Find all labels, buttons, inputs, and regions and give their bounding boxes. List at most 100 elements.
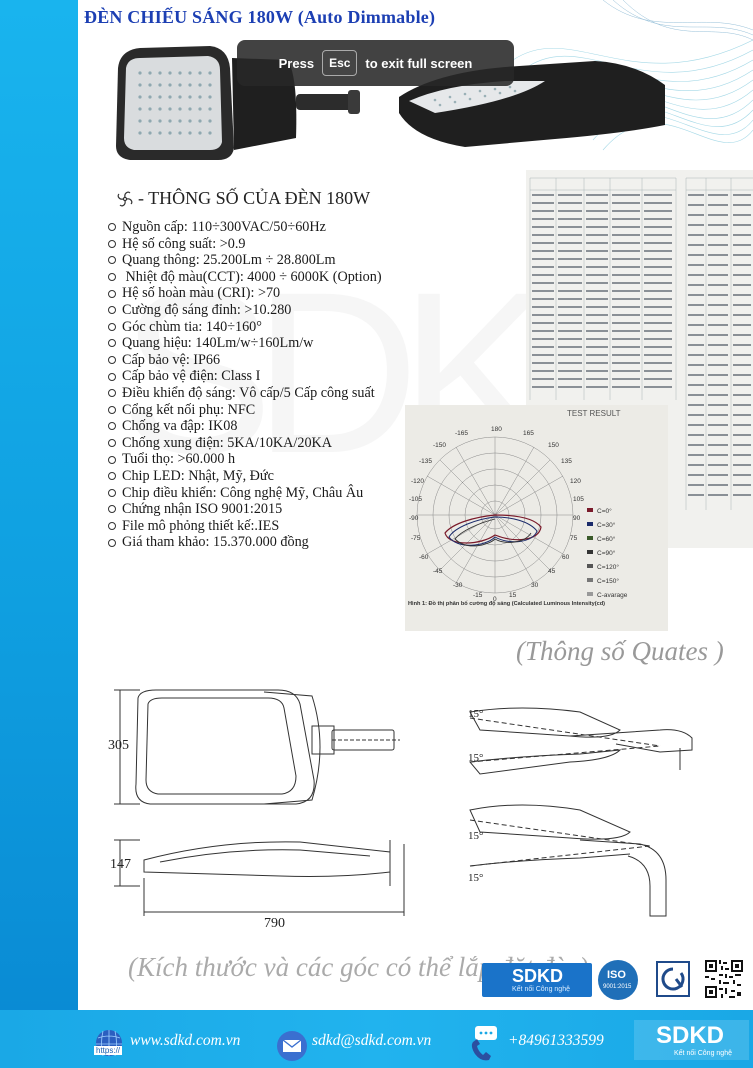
bullet-circle-icon xyxy=(108,306,116,315)
phone-chat-icon xyxy=(471,1026,497,1061)
bullet-circle-icon xyxy=(108,223,116,232)
svg-text:-75: -75 xyxy=(411,535,421,542)
spec-item: Quang hiệu: 140Lm/w÷160Lm/w xyxy=(108,335,382,352)
spec-item: Điều khiển độ sáng: Vô cấp/5 Cấp công su… xyxy=(108,385,382,402)
spec-text: File mô phỏng thiết kế:.IES xyxy=(122,517,280,534)
bullet-circle-icon xyxy=(108,372,116,381)
svg-text:-150: -150 xyxy=(433,442,446,449)
legend-c90: C=90° xyxy=(597,549,616,557)
bullet-circle-icon xyxy=(108,405,116,414)
svg-text:180: 180 xyxy=(491,426,502,433)
spec-text: Cổng kết nối phụ: NFC xyxy=(122,401,256,418)
spec-heading-text: - THÔNG SỐ CỦA ĐÈN 180W xyxy=(138,188,371,208)
svg-text:150: 150 xyxy=(548,442,559,449)
overlay-press-text: Press xyxy=(278,55,315,71)
legend-c60: C=60° xyxy=(597,535,616,543)
legend-c0: C=0° xyxy=(597,507,612,515)
spec-text: Cường độ sáng đỉnh: >10.280 xyxy=(122,301,292,318)
spec-text: Chống va đập: IK08 xyxy=(122,418,238,435)
dim-angle-4: 15° xyxy=(468,872,484,884)
test-result-label: TEST RESULT xyxy=(567,409,621,418)
dim-angle-2: 15° xyxy=(468,752,484,764)
lamp-front-photo xyxy=(116,46,360,160)
spec-text: Chứng nhận ISO 9001:2015 xyxy=(122,501,283,518)
iso-badge-icon: ISO 9001:2015 xyxy=(598,960,638,1000)
svg-text:15: 15 xyxy=(509,592,517,599)
spec-item: Giá tham khảo: 15.370.000 đồng xyxy=(108,534,382,551)
dim-length: 790 xyxy=(264,916,285,931)
spec-text: Điều khiển độ sáng: Vô cấp/5 Cấp công su… xyxy=(122,384,375,401)
bullet-circle-icon xyxy=(108,273,116,282)
bullet-circle-icon xyxy=(108,289,116,298)
legend-c30: C=30° xyxy=(597,521,616,529)
email-icon xyxy=(277,1031,307,1061)
spec-item: Chip LED: Nhật, Mỹ, Đức xyxy=(108,468,382,485)
spec-text: Chống xung điện: 5KA/10KA/20KA xyxy=(122,434,333,451)
table-texture xyxy=(526,170,753,548)
spec-item: Cấp bảo vệ điện: Class I xyxy=(108,368,382,385)
spec-item: Quang thông: 25.200Lm ÷ 28.800Lm xyxy=(108,252,382,269)
test-result-caption: Hình 1: Đồ thị phân bố cường độ sáng (Ca… xyxy=(408,600,605,607)
footer-logo-text: SDKD xyxy=(656,1022,725,1049)
https-badge: https:// xyxy=(94,1046,123,1055)
bullet-circle-icon xyxy=(108,488,116,497)
dim-angle-3: 15° xyxy=(468,830,484,842)
spec-item: Cấp bảo vệ: IP66 xyxy=(108,352,382,369)
spec-item: Chip điều khiển: Công nghệ Mỹ, Châu Âu xyxy=(108,485,382,502)
qr-code-icon[interactable] xyxy=(703,958,745,1000)
page-title: ĐÈN CHIẾU SÁNG 180W (Auto Dimmable) xyxy=(84,7,436,27)
svg-text:-135: -135 xyxy=(419,458,432,465)
spec-text: Quang hiệu: 140Lm/w÷160Lm/w xyxy=(122,335,314,352)
legend-c150: C=150° xyxy=(597,577,619,585)
esc-key-hint[interactable]: Esc xyxy=(322,50,358,76)
spec-item: Nguồn cấp: 110÷300VAC/50÷60Hz xyxy=(108,219,382,236)
svg-text:-120: -120 xyxy=(411,478,424,485)
website-link[interactable]: www.sdkd.com.vn xyxy=(130,1032,241,1049)
svg-text:-105: -105 xyxy=(409,496,422,503)
bullet-circle-icon xyxy=(108,538,116,547)
bullet-circle-icon xyxy=(108,521,116,530)
svg-text:120: 120 xyxy=(570,478,581,485)
footer-sdkd-logo: SDKD Kết nối Công nghệ xyxy=(634,1020,749,1060)
sdkd-logo-badge: SDKD Kết nối Công nghệ xyxy=(482,963,592,997)
quatest-logo-icon xyxy=(656,961,690,997)
bullet-circle-icon xyxy=(108,455,116,464)
svg-text:-60: -60 xyxy=(419,554,429,561)
bullet-circle-icon xyxy=(108,339,116,348)
iso-badge-sub: 9001:2015 xyxy=(603,984,632,990)
spec-item: Hệ số công suất: >0.9 xyxy=(108,236,382,253)
svg-text:60: 60 xyxy=(562,554,570,561)
footer-bar: https:// www.sdkd.com.vn sdkd@sdkd.com.v… xyxy=(0,1010,753,1068)
svg-text:105: 105 xyxy=(573,496,584,503)
svg-text:0: 0 xyxy=(493,596,497,603)
spec-item: Góc chùm tia: 140÷160° xyxy=(108,319,382,336)
svg-text:30: 30 xyxy=(531,582,539,589)
spec-item: Cường độ sáng đỉnh: >10.280 xyxy=(108,302,382,319)
quates-label: (Thông số Quates ) xyxy=(516,636,724,666)
spec-item: Tuổi thọ: >60.000 h xyxy=(108,451,382,468)
bullet-circle-icon xyxy=(108,389,116,398)
spec-text: Hệ số hoàn màu (CRI): >70 xyxy=(122,285,281,302)
svg-text:-30: -30 xyxy=(453,582,463,589)
bullet-circle-icon xyxy=(108,322,116,331)
spec-item: Cổng kết nối phụ: NFC xyxy=(108,402,382,419)
svg-text:-165: -165 xyxy=(455,430,468,437)
bullet-circle-icon xyxy=(108,439,116,448)
fullscreen-exit-notice: Press Esc to exit full screen xyxy=(237,40,514,86)
email-link[interactable]: sdkd@sdkd.com.vn xyxy=(312,1032,432,1049)
legend-cavg: C-avarage xyxy=(597,592,628,599)
sdkd-logo-text: SDKD xyxy=(512,966,564,986)
svg-text:75: 75 xyxy=(570,535,578,542)
phone-link[interactable]: +84961333599 xyxy=(508,1032,604,1049)
svg-text:165: 165 xyxy=(523,430,534,437)
svg-text:135: 135 xyxy=(561,458,572,465)
svg-text:90: 90 xyxy=(573,515,581,522)
spec-item: Chứng nhận ISO 9001:2015 xyxy=(108,501,382,518)
dimension-drawing-angles xyxy=(469,707,693,917)
dim-angle-1: 15° xyxy=(468,708,484,720)
overlay-suffix-text: to exit full screen xyxy=(365,55,473,71)
svg-text:-15: -15 xyxy=(473,592,483,599)
left-accent-bar xyxy=(0,0,78,1010)
